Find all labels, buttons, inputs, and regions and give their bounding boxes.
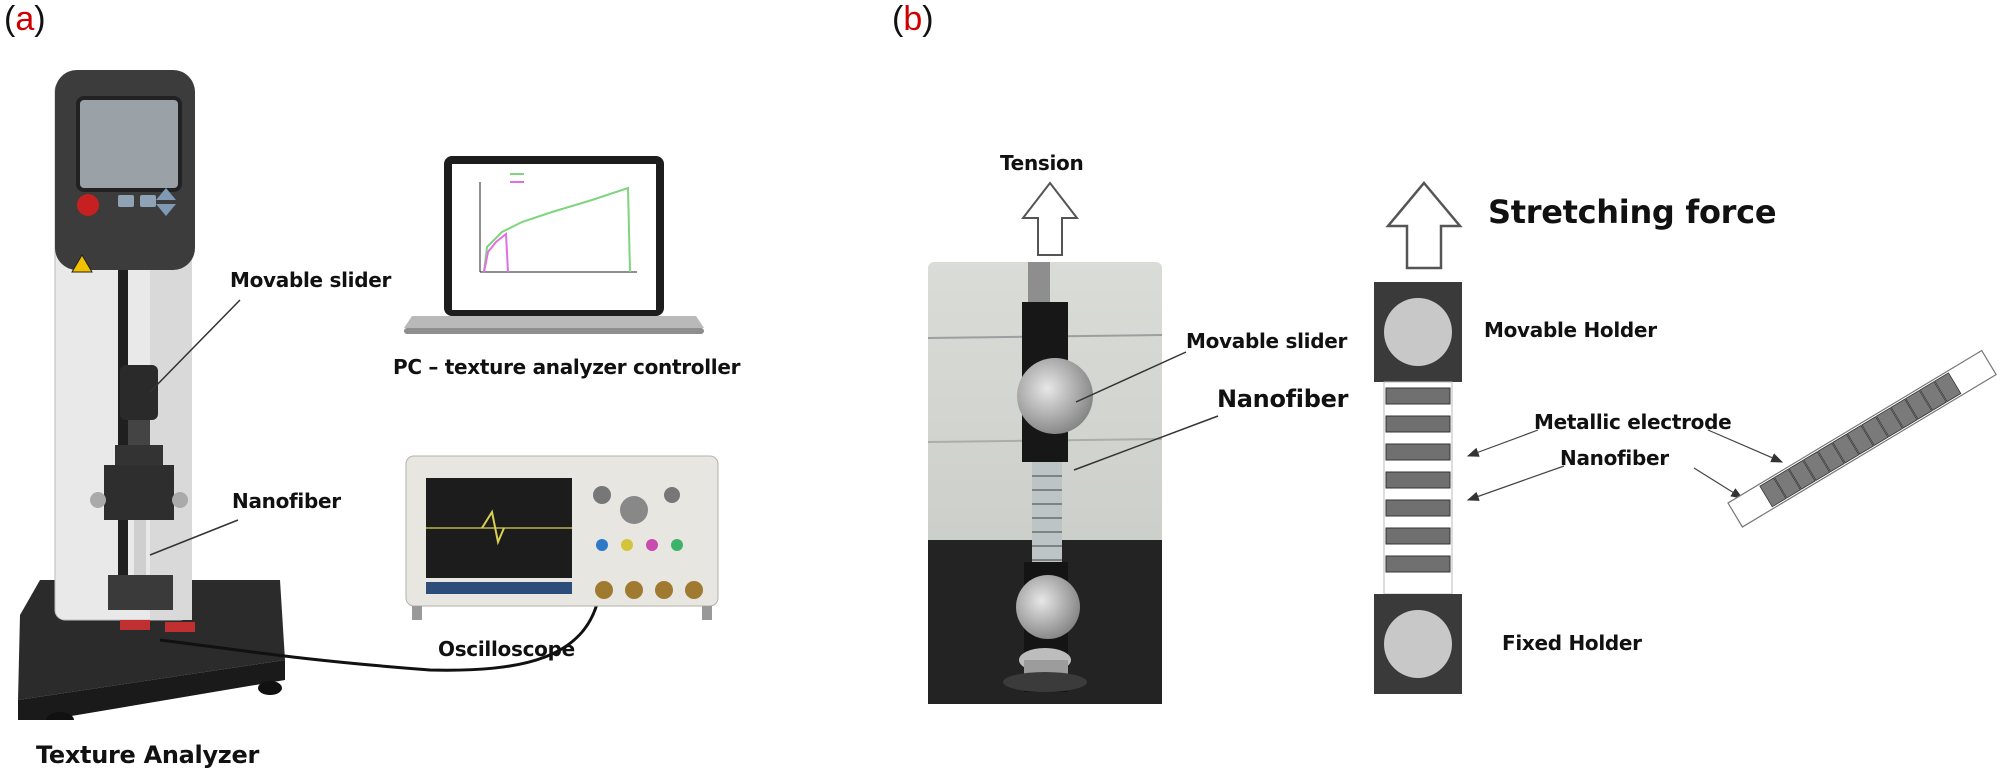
label-movable-slider-b: Movable slider: [1186, 329, 1348, 353]
label-fixed-holder: Fixed Holder: [1502, 631, 1642, 655]
panel-a-tag: (a): [4, 0, 46, 38]
laptop-illustration: [404, 156, 704, 334]
upper-knob-icon: [1017, 358, 1093, 434]
label-movable-slider: Movable slider: [230, 268, 392, 292]
panel-b-tag: (b): [892, 0, 934, 38]
grip-photo-illustration: [928, 262, 1162, 704]
panel-b-letter: b: [903, 0, 923, 38]
plot-line-green: [483, 186, 631, 273]
label-tension: Tension: [1000, 151, 1084, 175]
label-metallic-electrode: Metallic electrode: [1534, 410, 1732, 434]
label-pc-controller: PC – texture analyzer controller: [393, 355, 741, 379]
stretching-force-arrow-icon: [1385, 181, 1463, 270]
tension-arrow-icon: [1020, 181, 1080, 256]
label-nanofiber-a: Nanofiber: [232, 489, 341, 513]
label-texture-analyzer: Texture Analyzer: [36, 741, 259, 769]
metallic-electrode-bands: [1385, 387, 1451, 573]
label-nanofiber-schematic: Nanofiber: [1560, 446, 1669, 470]
oscilloscope-illustration: [405, 455, 719, 620]
label-stretching-force: Stretching force: [1484, 193, 1781, 231]
label-movable-holder: Movable Holder: [1484, 318, 1657, 342]
panel-a-letter: a: [15, 0, 35, 38]
oblique-nanofiber-strip: [1727, 349, 1997, 528]
label-nanofiber-b: Nanofiber: [1217, 385, 1349, 413]
schematic-holder-stack: [1374, 282, 1462, 694]
lower-knob-icon: [1016, 575, 1080, 639]
label-oscilloscope: Oscilloscope: [438, 637, 575, 661]
plot-line-pink: [483, 232, 509, 273]
